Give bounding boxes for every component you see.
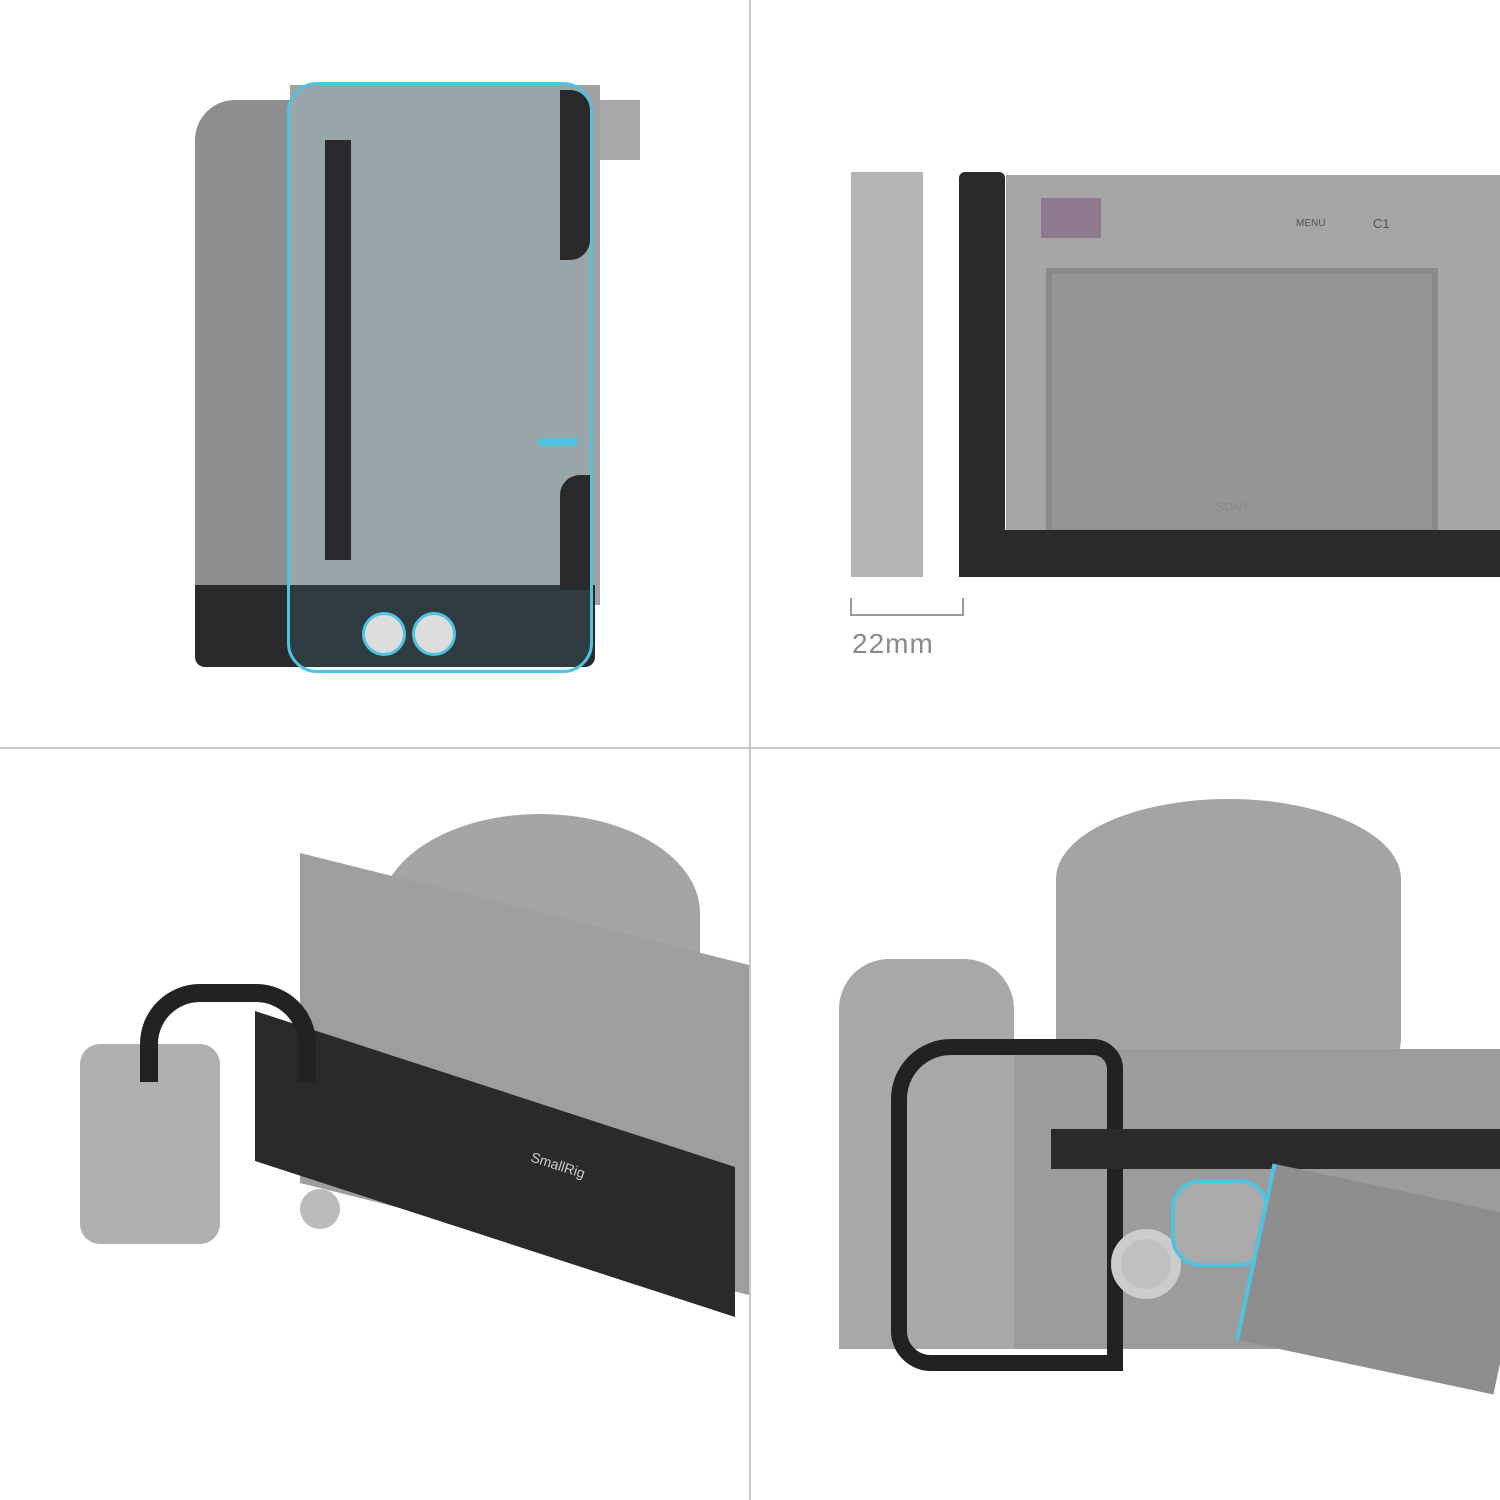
divider-vertical — [749, 0, 751, 1500]
dimension-label: 22mm — [852, 628, 934, 659]
camera-screen — [1046, 268, 1438, 535]
cage-rail — [1051, 1129, 1500, 1169]
strap-lug-icon — [300, 1189, 340, 1229]
panel-side-view — [0, 0, 749, 747]
camera-evf — [1041, 198, 1101, 238]
panel-back-view: MENU C1 SONY — [751, 0, 1500, 747]
screw-icon — [412, 612, 456, 656]
camera-grip — [839, 959, 1014, 1349]
cage-frame — [891, 1039, 1123, 1371]
cage-side-rail — [325, 140, 351, 560]
arrow-icon — [538, 438, 578, 446]
panel-strap-view — [751, 749, 1500, 1496]
divider-horizontal — [0, 747, 1500, 749]
menu-label: MENU — [1296, 218, 1326, 229]
cage-top-clip — [560, 90, 590, 260]
c1-label: C1 — [1373, 216, 1390, 231]
cage-hand-loop — [140, 984, 316, 1082]
screw-icon — [362, 612, 406, 656]
strap-lug-icon — [1111, 1229, 1181, 1299]
viewfinder — [600, 100, 640, 160]
ghost-plate — [851, 172, 923, 577]
sony-label: SONY — [1216, 500, 1251, 514]
cage-vertical-plate — [959, 172, 1005, 577]
strap-buckle — [1171, 1179, 1269, 1267]
panel-bottom-view: SmallRig — [0, 749, 749, 1496]
dimension-bracket — [850, 598, 964, 616]
cage-bottom-clip — [560, 475, 590, 590]
cage-bottom-plate — [959, 530, 1500, 577]
